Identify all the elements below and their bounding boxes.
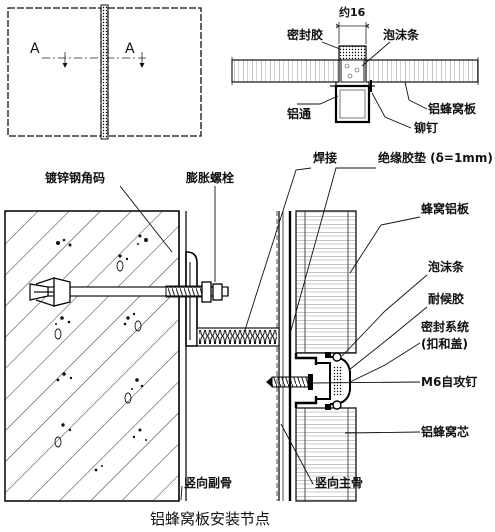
detail-sealant [338,45,367,61]
joint-section-detail: 约16 密封胶 泡沫条 铝通 铝蜂窝板 铆钉 [231,5,479,135]
label-main-vertical: 竖向主骨 [315,475,363,490]
elevation-view: A A [7,4,202,140]
detail-panel-right [365,59,479,83]
drawing-caption: 铝蜂窝板安装节点 [150,510,270,528]
elevation-joint [100,4,109,140]
weld-seam [199,330,277,344]
label-expansion-bolt: 膨胀螺栓 [185,170,234,185]
detail-sealant-label: 密封胶 [287,27,323,42]
label-honeycomb-core: 铝蜂窝芯 [421,424,469,439]
label-weld: 焊接 [313,150,337,165]
expansion-bolt [29,277,229,307]
label-seal-system: 密封系统 [421,319,469,334]
detail-rivet-label: 铆钉 [414,120,438,135]
seal-system [294,352,351,410]
concrete-wall [4,210,180,502]
label-seal-system-note: (扣和盖) [421,336,468,351]
label-galvanized-angle: 镀锌钢角码 [45,170,105,185]
galvanized-angle [185,251,198,347]
label-honeycomb-panel: 蜂窝铝板 [421,201,470,216]
label-weather-sealant: 耐候胶 [428,291,464,306]
label-self-tapping-screw: M6自攻钉 [421,374,477,389]
foam-strip-lower [332,400,342,410]
honeycomb-panel-upper [295,210,357,354]
detail-panel-left [231,59,340,83]
detail-aluminum-tube-label: 铝通 [287,106,311,121]
elevation-panel-left [7,7,102,137]
label-foam-strip: 泡沫条 [428,259,465,274]
detail-angle-left [330,82,337,87]
label-secondary-vertical: 竖向副骨 [184,475,232,490]
installation-node: 镀锌钢角码 膨胀螺栓 焊接 绝缘胶垫 (δ=1mm) 蜂窝铝板 泡沫条 耐候胶 … [4,150,493,528]
elevation-panel-right [107,7,202,137]
detail-panel-label: 铝蜂窝板 [428,101,477,116]
aggregate-marks [55,234,148,472]
section-mark-left: A [30,41,40,57]
self-tapping-screw [266,374,313,390]
detail-aluminum-tube [334,84,371,124]
detail-width-label: 约16 [339,5,366,19]
detail-angle-right [368,82,375,87]
detail-foam-strip [340,59,365,83]
label-insulating-pad: 绝缘胶垫 (δ=1mm) [378,150,493,165]
detail-foam-strip-label: 泡沫条 [383,27,420,42]
section-mark-right: A [125,41,135,57]
foam-strip-upper [332,352,342,362]
seal-cap-gap [333,366,343,396]
honeycomb-panel-lower [295,407,357,502]
